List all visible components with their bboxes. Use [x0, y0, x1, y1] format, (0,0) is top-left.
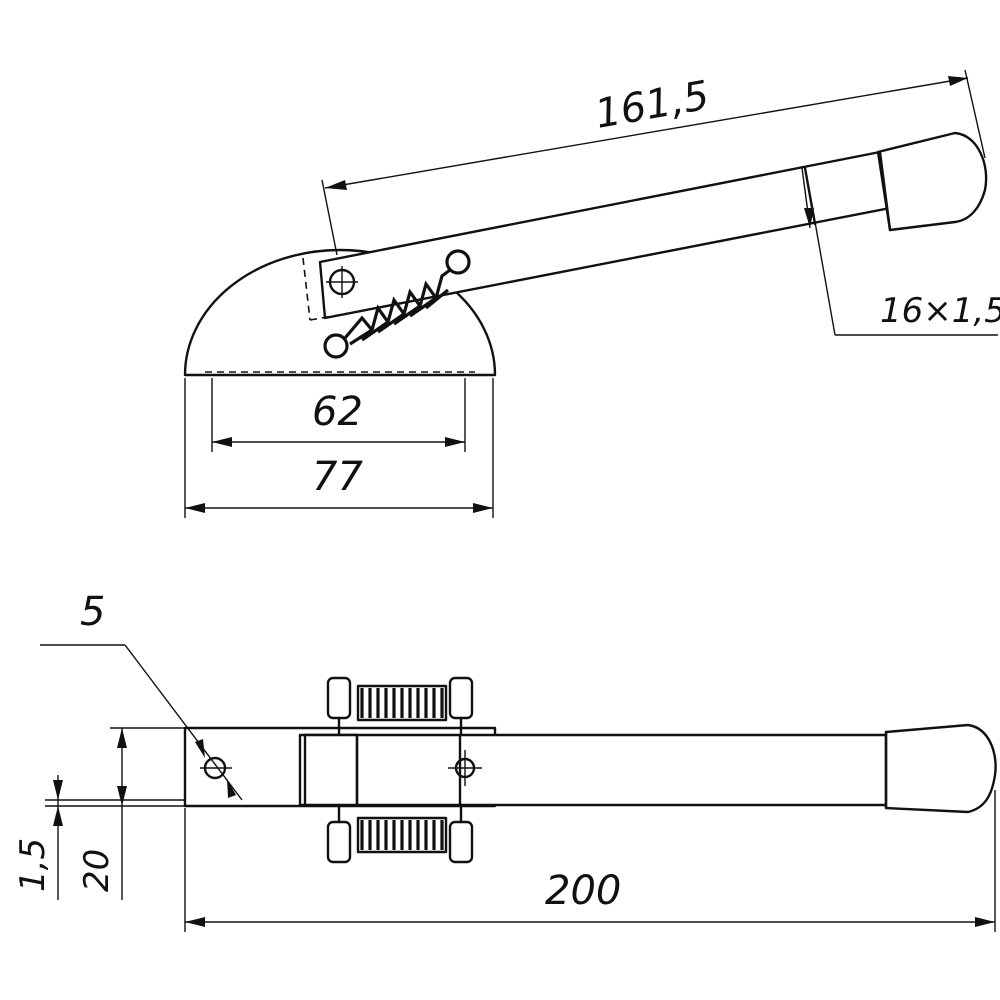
dim-text-77: 77	[312, 454, 363, 500]
arrow-62-left	[212, 437, 232, 447]
spring-coils-front	[349, 288, 450, 346]
plan-spring-bottom	[326, 803, 474, 864]
spring-coils-bottom	[360, 820, 444, 850]
arrow-77-right	[473, 503, 493, 513]
dim-text-200: 200	[545, 868, 621, 914]
dimension-outer-width: 77	[184, 378, 494, 518]
side-view: 161,5 16×1,5 62 77	[183, 69, 1000, 518]
arrow-right	[948, 76, 968, 86]
arrow-left	[325, 180, 347, 190]
extension-line-right	[964, 69, 986, 159]
arrow-20-bottom	[117, 786, 127, 806]
plan-handle-grip	[884, 723, 997, 814]
spring-eye-lower	[323, 333, 349, 359]
lever-tube	[318, 150, 892, 320]
dimension-total-length: 200	[184, 790, 996, 932]
grip-ring	[878, 150, 892, 232]
plan-view: 5 20 1,5 200	[13, 589, 997, 932]
dim-text-arm-length: 161,5	[592, 73, 713, 138]
arrow-200-right	[975, 917, 995, 927]
arrow-62-right	[445, 437, 465, 447]
arrow-15-bottom	[53, 806, 63, 826]
dim-text-62: 62	[312, 389, 363, 435]
plan-spring-top	[326, 676, 474, 737]
arrow-5-a	[195, 739, 205, 758]
extension-line-left	[321, 179, 338, 256]
arrow-20-top	[117, 728, 127, 748]
dimension-height: 20	[45, 727, 185, 900]
arrow-5-b	[227, 779, 236, 798]
dimension-thickness: 1,5	[13, 775, 185, 900]
spring-side	[323, 249, 471, 359]
spring-cap-top-left	[326, 676, 352, 720]
leader-5	[124, 644, 243, 801]
dimension-inner-width: 62	[211, 378, 466, 452]
arrow-77-left	[185, 503, 205, 513]
leader-tube	[811, 204, 836, 336]
spring-cap-bottom-right	[448, 820, 474, 864]
dimension-tube-size: 16×1,5	[801, 167, 1000, 336]
dim-text-tube-size: 16×1,5	[880, 291, 1000, 331]
dimension-hole: 5	[40, 589, 243, 801]
dim-text-5: 5	[80, 589, 105, 635]
dim-text-15: 1,5	[13, 838, 53, 892]
spring-coils-top	[360, 688, 444, 718]
arrow-tube	[804, 208, 814, 228]
spring-cap-top-right	[448, 676, 474, 720]
spring-eye-upper	[445, 249, 471, 275]
dim-line-arm	[324, 77, 969, 189]
dim-text-20: 20	[77, 849, 117, 892]
plan-bracket	[303, 733, 359, 807]
spring-cap-bottom-left	[326, 820, 352, 864]
arrow-15-top	[53, 780, 63, 800]
tube-end-line-2	[309, 312, 351, 321]
plan-tube	[298, 733, 894, 807]
tube-end-line	[302, 257, 311, 321]
arrow-200-left	[185, 917, 205, 927]
handle-grip	[876, 131, 988, 232]
